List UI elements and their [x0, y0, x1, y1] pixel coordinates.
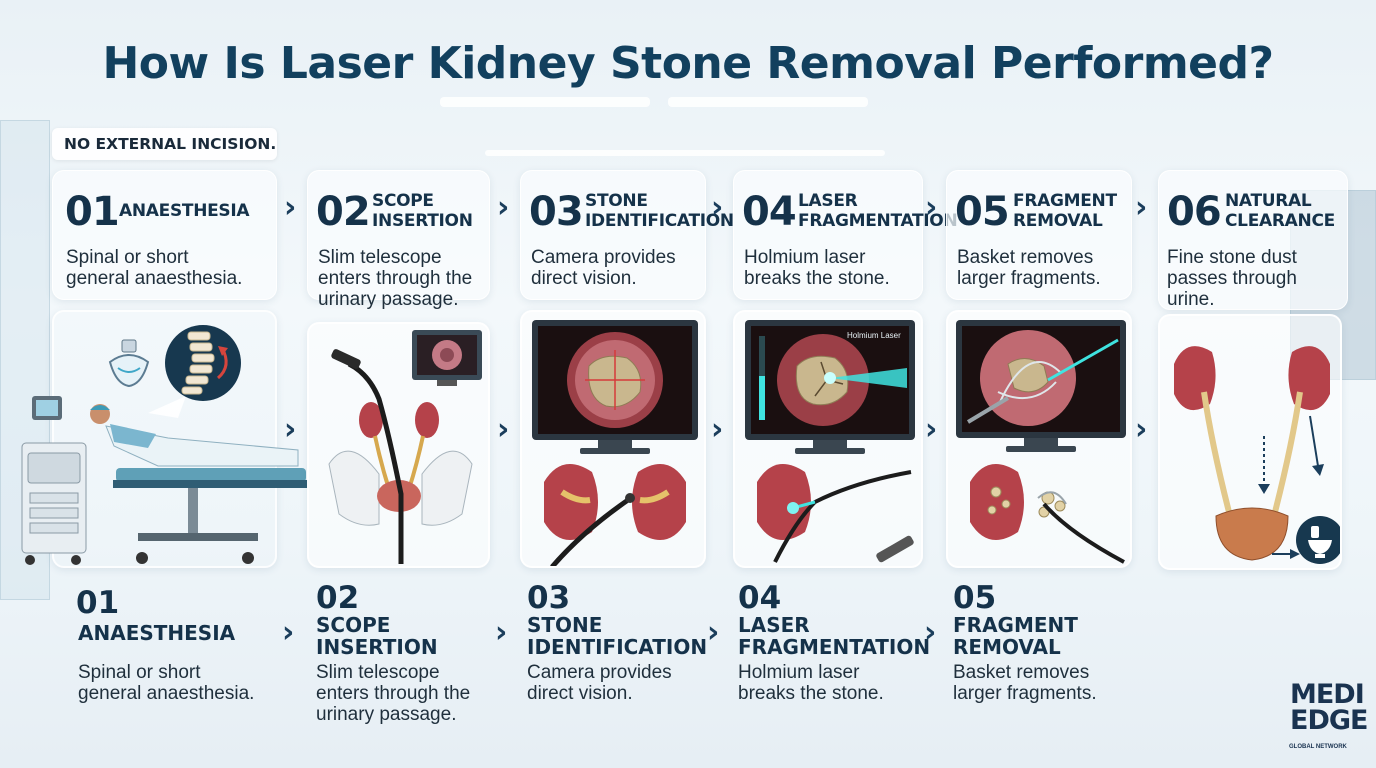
step-name: ANAESTHESIA: [119, 201, 250, 221]
monitor-icon: [532, 320, 698, 454]
kidney-icon: [544, 464, 686, 540]
page-title: How Is Laser Kidney Stone Removal Perfor…: [102, 38, 1274, 89]
spine-icon: [148, 325, 241, 418]
chevron-right-icon: ›: [497, 412, 510, 447]
chevron-right-icon: ›: [925, 190, 938, 225]
chevron-right-icon: ›: [497, 190, 510, 225]
illustration-scope-insertion: [307, 322, 490, 568]
step-number: 05: [955, 189, 1010, 235]
oxygen-mask-icon: [108, 339, 150, 388]
monitor-icon: [956, 320, 1126, 452]
chevron-right-icon: ›: [495, 615, 508, 650]
ceiling-light: [668, 97, 868, 107]
toilet-icon: [1296, 516, 1340, 564]
step-number: 04: [742, 189, 797, 235]
monitor-label: Holmium Laser: [847, 331, 901, 340]
illustration-fragment-removal: [946, 310, 1132, 568]
step-number: 03: [529, 189, 584, 235]
kidney-icon: [1174, 346, 1330, 411]
chevron-right-icon: ›: [707, 615, 720, 650]
kidney-icon: [970, 464, 1024, 540]
brand-tagline: GLOBAL NETWORK: [1289, 744, 1347, 750]
chevron-right-icon: ›: [284, 412, 297, 447]
step-number: 06: [1167, 189, 1222, 235]
patient-bed-illustration: [21, 325, 309, 565]
bottom-step-name: ANAESTHESIA: [78, 621, 236, 645]
chevron-right-icon: ›: [1135, 190, 1148, 225]
chevron-right-icon: ›: [282, 615, 295, 650]
chevron-right-icon: ›: [925, 412, 938, 447]
chevron-right-icon: ›: [924, 615, 937, 650]
no-incision-note: NO EXTERNAL INCISION.: [52, 128, 277, 160]
kidney-icon: [359, 402, 439, 438]
bottom-step-number: 02: [316, 580, 360, 616]
bottom-step-number: 05: [953, 580, 997, 616]
ceiling-light: [440, 97, 650, 107]
ceiling-light: [485, 150, 885, 156]
chevron-right-icon: ›: [1135, 412, 1148, 447]
step-number: 02: [316, 189, 371, 235]
chevron-right-icon: ›: [284, 190, 297, 225]
bottom-step-number: 01: [76, 585, 120, 621]
kidney-icon: [757, 464, 811, 540]
chevron-right-icon: ›: [711, 412, 724, 447]
chevron-right-icon: ›: [711, 190, 724, 225]
step-number: 01: [65, 189, 120, 235]
illustration-natural-clearance: [1158, 314, 1342, 570]
monitor-icon: [412, 330, 482, 386]
illustration-laser-fragmentation: Holmium Laser: [733, 310, 923, 568]
bottom-step-number: 03: [527, 580, 571, 616]
bottom-step-number: 04: [738, 580, 782, 616]
illustration-stone-identification: [520, 310, 706, 568]
monitor-icon: Holmium Laser: [745, 320, 915, 454]
illustration-anaesthesia: [52, 310, 277, 568]
